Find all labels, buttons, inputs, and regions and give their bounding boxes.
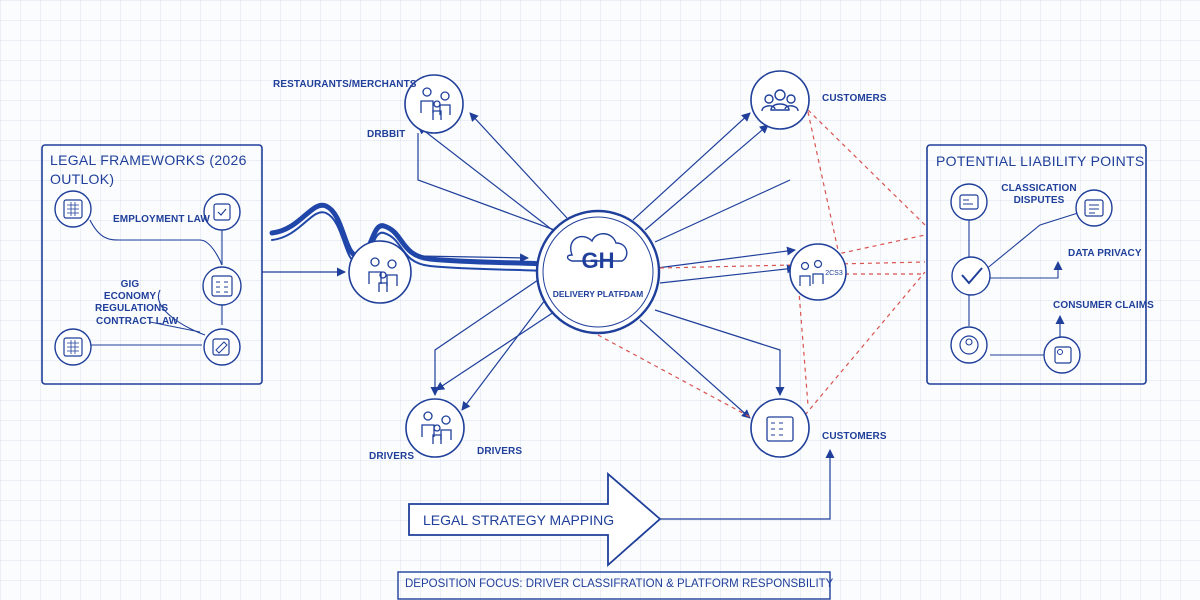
restaurants-label: RESTAURANTS/MERCHANTS (273, 79, 417, 90)
liability-points-title: POTENTIAL LIABILITY POINTS (936, 153, 1145, 169)
customers-top-label: CUSTOMERS (822, 93, 887, 104)
employment-law-left-icon (54, 190, 92, 228)
consumer-claims-label: CONSUMER CLAIMS (1053, 300, 1154, 311)
legal-strategy-arrow (408, 472, 662, 567)
wavy-flow-line (269, 202, 548, 272)
disputes-icon (1075, 189, 1113, 227)
legal-strategy-label: LEGAL STRATEGY MAPPING (423, 512, 615, 528)
legal-frameworks-title: LEGAL FRAMEWORKS (2026 OUTLOK) (50, 152, 247, 187)
hub-logo: GH (582, 248, 615, 273)
hub-spokes (417, 112, 796, 419)
legal-frameworks-panel (41, 144, 263, 385)
restaurants-sublabel: DRBBIT (367, 129, 406, 140)
consumer-claims-icon (1043, 336, 1081, 374)
side-node[interactable] (789, 243, 847, 301)
contract-signature-icon (203, 328, 241, 366)
gig-regulations-icon (202, 266, 242, 306)
deposition-focus-caption: DEPOSITION FOCUS: DRIVER CLASSIFRATION &… (405, 578, 834, 590)
classification-disputes-label: CLASSICATION DISPUTES (1001, 183, 1077, 206)
gig-economy-label: GIG ECONOMY REGULATIONS (95, 279, 169, 314)
liability-points-panel (926, 144, 1147, 385)
customers-bottom-label: CUSTOMERS (822, 431, 887, 442)
employment-law-right-icon (203, 193, 241, 231)
classification-icon (950, 183, 988, 221)
left-panel-connectors (89, 219, 223, 346)
deposition-focus-box (397, 571, 831, 600)
employment-law-label: EMPLOYMENT LAW (113, 214, 210, 225)
consumer-profile-icon (950, 326, 988, 364)
strategy-to-customers-connector (660, 449, 835, 520)
contract-law-label: CONTRACT LAW (96, 316, 179, 327)
hub-label: DELIVERY PLATFDAM (553, 289, 644, 299)
framework-side-node[interactable] (348, 240, 412, 304)
drivers-left-label: DRIVERS (369, 451, 415, 462)
right-panel-connectors (968, 212, 1079, 356)
drivers-right-label: DRIVERS (477, 446, 523, 457)
delivery-platform-hub[interactable] (535, 209, 661, 335)
customers-top-node[interactable] (750, 70, 810, 130)
restaurants-node[interactable] (404, 74, 464, 134)
checkmark-icon (951, 256, 991, 296)
drivers-node[interactable] (405, 398, 465, 458)
side-node-label: 2CS3 (825, 270, 843, 277)
contract-law-left-icon (54, 328, 92, 366)
customers-bottom-node[interactable] (750, 398, 810, 458)
data-privacy-label: DATA PRIVACY (1068, 248, 1142, 259)
